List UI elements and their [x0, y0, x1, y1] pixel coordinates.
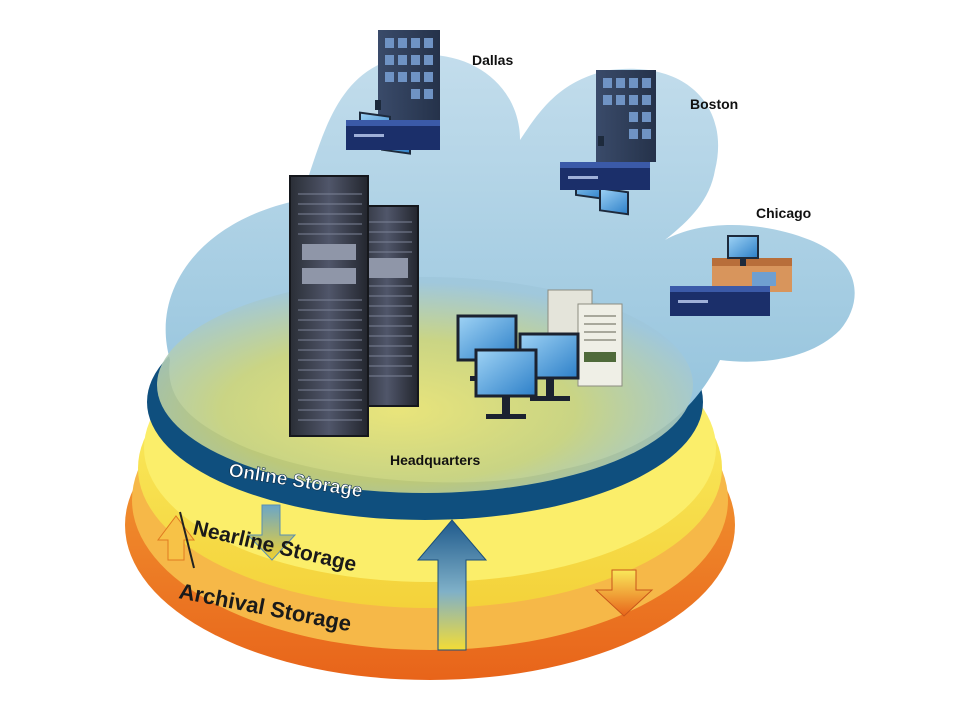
server-icon: [560, 162, 650, 190]
migration-arrows: [157, 504, 654, 651]
boston-label: Boston: [690, 96, 739, 112]
headquarters-label: Headquarters: [390, 452, 481, 468]
chicago-label: Chicago: [756, 205, 812, 221]
chicago-site: [670, 235, 792, 316]
server-icon: [670, 286, 770, 316]
server-rack-icon: [289, 175, 369, 437]
arrow-down-left: [246, 504, 297, 561]
dallas-label: Dallas: [472, 52, 514, 68]
server-icon: [346, 120, 440, 150]
headquarters-equipment: [289, 175, 623, 437]
arrow-up-center: [416, 519, 488, 651]
arrow-down-right: [594, 569, 654, 617]
dallas-site: [346, 30, 440, 155]
monitor-icon: [727, 235, 759, 266]
monitor-icon: [474, 348, 538, 419]
boston-site: [560, 70, 656, 216]
